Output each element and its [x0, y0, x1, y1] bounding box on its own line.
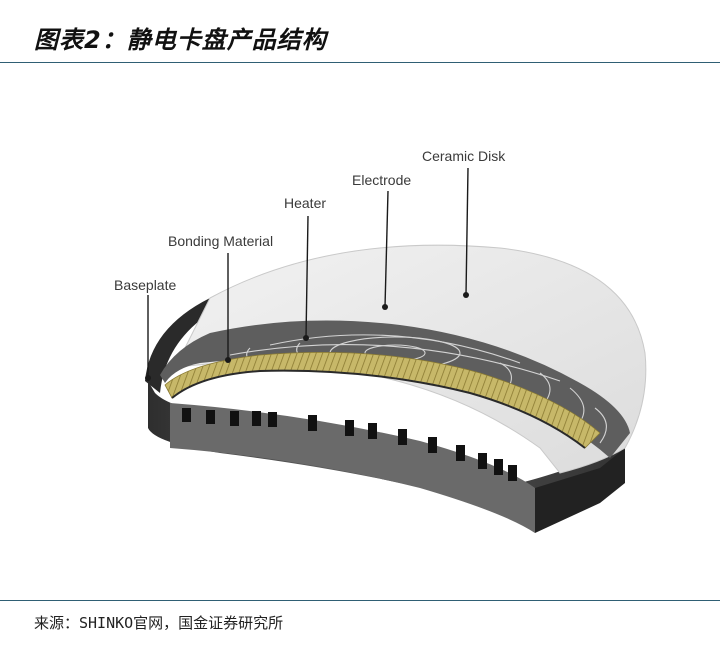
- baseplate-slots: [182, 408, 517, 481]
- label-heater: Heater: [284, 195, 326, 211]
- top-divider: [0, 62, 720, 63]
- baseplate-outer-wall: [145, 298, 210, 393]
- leader-dots: [145, 292, 469, 381]
- source-note: 来源：SHINKO官网，国金证券研究所: [34, 614, 284, 632]
- baseplate-end-face: [535, 448, 625, 533]
- baseplate-front-face: [170, 403, 535, 533]
- esc-structure-diagram: Ceramic Disk Electrode Heater Bonding Ma…: [0, 63, 720, 599]
- bonding-material-line: [171, 369, 586, 449]
- label-baseplate: Baseplate: [114, 277, 176, 293]
- label-bonding-material: Bonding Material: [168, 233, 273, 249]
- leader-lines: [147, 167, 469, 378]
- label-ceramic-disk: Ceramic Disk: [422, 148, 506, 164]
- figure-title: 图表2：静电卡盘产品结构: [34, 26, 327, 54]
- label-electrode: Electrode: [352, 172, 411, 188]
- bottom-divider: [0, 600, 720, 601]
